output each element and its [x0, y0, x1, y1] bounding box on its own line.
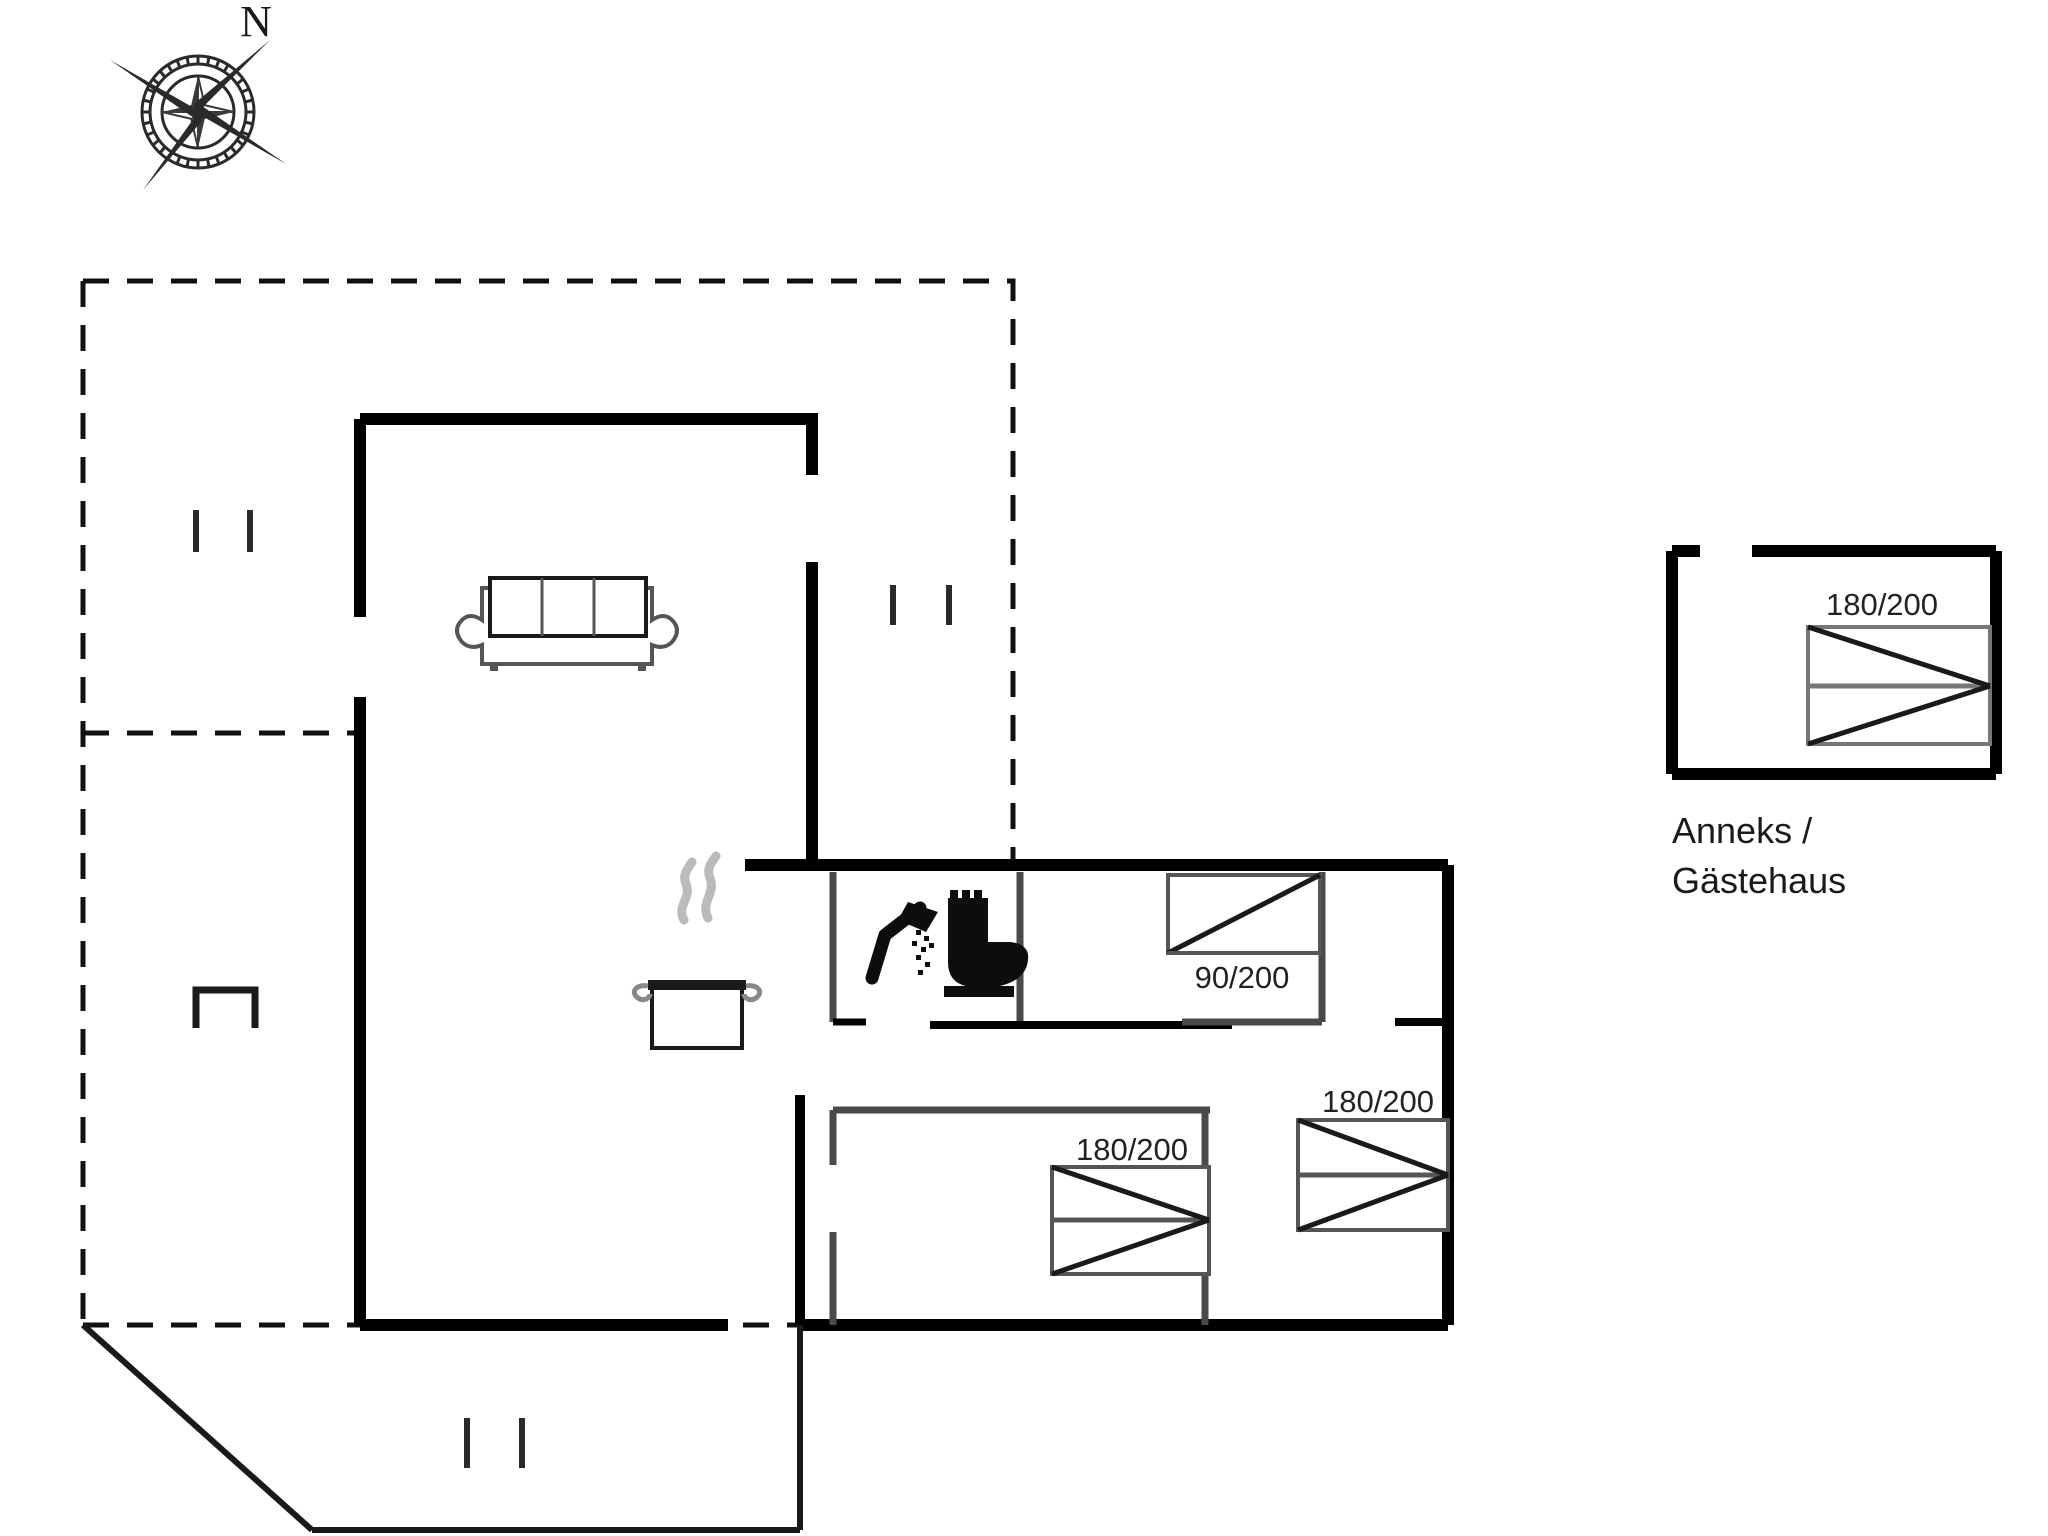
shower-icon — [865, 901, 938, 985]
bed-double-lower-left — [1050, 1164, 1211, 1277]
annex-building-walls — [1666, 545, 2002, 780]
bed-annex — [1806, 624, 1992, 747]
bed-dimension-label: 180/200 — [1076, 1132, 1188, 1167]
compass-rose-icon — [110, 40, 286, 190]
terrace-angled-edge — [80, 1322, 803, 1533]
compass-north-label: N — [240, 0, 272, 46]
annex-label-line-1: Anneks / — [1672, 810, 1812, 851]
bed-dimension-label: 180/200 — [1322, 1084, 1434, 1119]
window-tick-marks — [193, 510, 952, 1468]
bed-single-top — [1166, 872, 1322, 956]
toilet-icon — [944, 890, 1029, 997]
main-house-walls — [354, 413, 1454, 1331]
annex-label-line-2: Gästehaus — [1672, 860, 1846, 901]
cooking-pot-icon — [631, 851, 763, 1050]
bed-dimension-label: 180/200 — [1826, 587, 1938, 622]
table-icon — [192, 986, 259, 1028]
bed-dimension-label: 90/200 — [1195, 960, 1290, 995]
sofa-icon — [455, 576, 679, 671]
bed-double-lower-right — [1296, 1117, 1450, 1233]
